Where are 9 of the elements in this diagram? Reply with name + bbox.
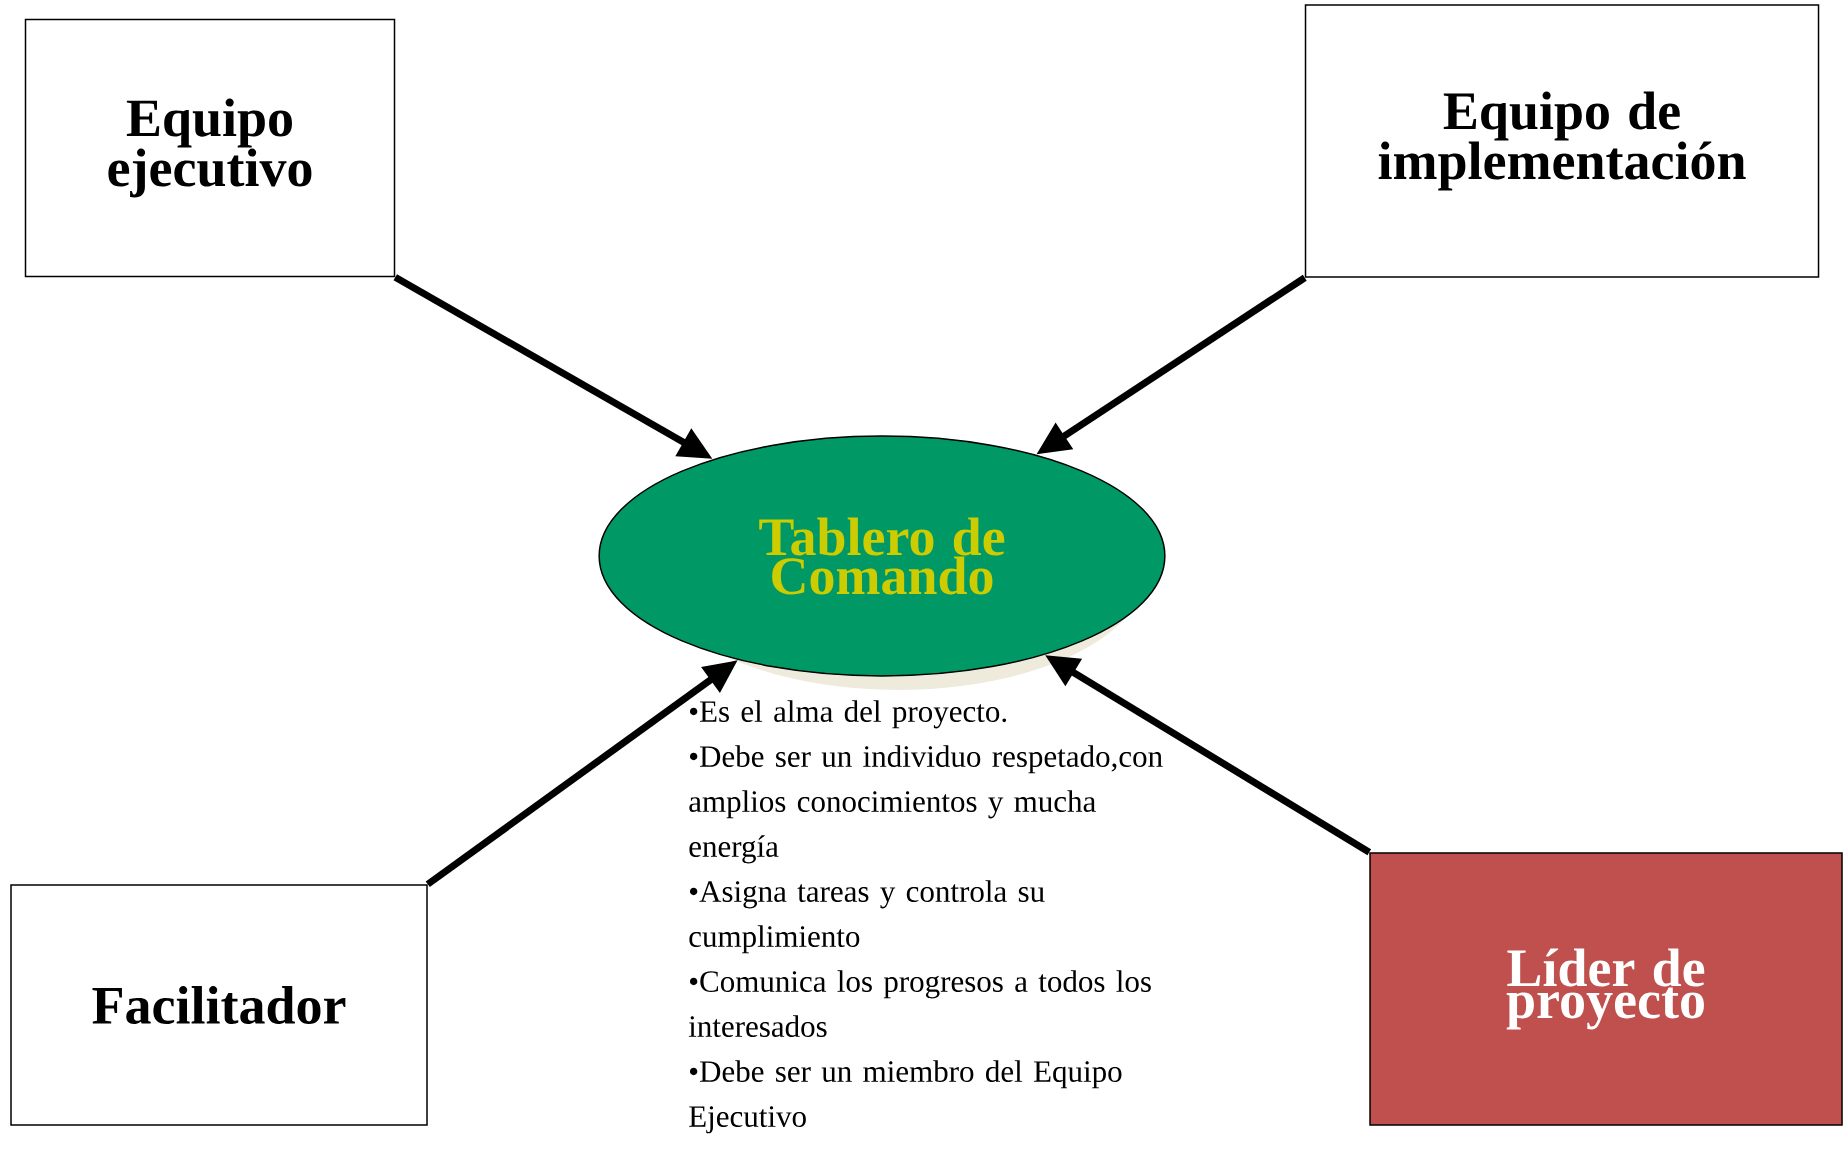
bullet-text: •Asigna tareas y controla su cumplimiento xyxy=(689,880,1045,954)
bullet-text: •Comunica los progresos a todos los interesados xyxy=(688,970,1151,1037)
highlighted-box: Líder de proyecto xyxy=(1369,852,1843,1126)
text-box: Equipo ejecutivo xyxy=(24,18,396,278)
bullet-text: •Es el alma del proyecto. xyxy=(689,700,1007,729)
bullet-text: •Debe ser un miembro del Equipo Ejecutivo xyxy=(689,1060,1122,1134)
text-box: Equipo de implementación xyxy=(1304,4,1820,278)
text-box: Facilitador xyxy=(10,884,428,1126)
bullet-text: •Debe ser un individuo respetado,con amplios conocimientos y mucha energía xyxy=(689,745,1163,864)
